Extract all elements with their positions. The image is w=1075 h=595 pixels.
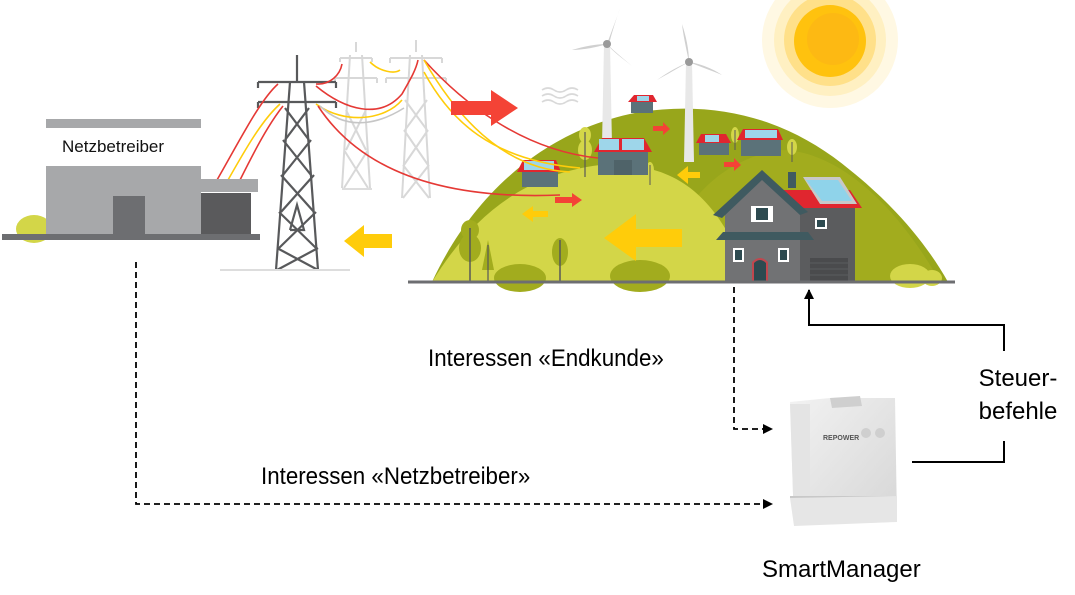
small-house-icon xyxy=(628,95,657,113)
power-pylon-icon xyxy=(385,40,447,199)
small-house-icon xyxy=(696,134,731,155)
interest-netzbetreiber-label: Interessen «Netzbetreiber» xyxy=(261,463,531,490)
power-pylon-icon xyxy=(256,55,338,271)
arrow-left-icon xyxy=(344,225,392,257)
arrow-left-icon xyxy=(677,166,700,184)
sun-icon xyxy=(762,0,898,108)
arrow-right-icon xyxy=(724,158,741,171)
end-customer-house-icon xyxy=(713,170,862,282)
power-lines xyxy=(216,59,599,197)
grid-operator-label: Netzbetreiber xyxy=(62,137,165,156)
grid-operator-building-icon xyxy=(2,119,260,243)
connector-endkunde-dashed xyxy=(733,287,773,434)
tree-icons xyxy=(459,127,797,281)
connector-netzbetreiber-dashed xyxy=(135,262,773,509)
smartmanager-label: SmartManager xyxy=(762,556,921,583)
small-house-icon xyxy=(594,138,652,175)
wind-waves-icon xyxy=(541,87,579,105)
interest-endkunde-label: Interessen «Endkunde» xyxy=(428,345,664,372)
arrow-right-icon xyxy=(451,90,518,126)
arrow-left-icon xyxy=(604,214,682,261)
wind-turbine-icon xyxy=(572,8,632,145)
connector-steuerbefehle-solid xyxy=(804,289,1005,351)
wind-turbine-icon xyxy=(657,24,722,162)
control-commands-line1: Steuer- xyxy=(978,365,1058,392)
connector-steuerbefehle-solid xyxy=(912,441,1005,463)
control-commands-label: Steuer- befehle xyxy=(974,362,1062,428)
arrow-left-icon xyxy=(522,206,548,222)
control-commands-line2: befehle xyxy=(978,398,1058,425)
smartmanager-device-icon: REPOWER xyxy=(790,396,897,526)
arrow-right-icon xyxy=(555,193,582,207)
energy-flow-arrows xyxy=(344,90,741,261)
arrow-right-icon xyxy=(653,122,670,135)
small-house-icon xyxy=(737,129,783,156)
device-brand-label: REPOWER xyxy=(823,435,859,442)
